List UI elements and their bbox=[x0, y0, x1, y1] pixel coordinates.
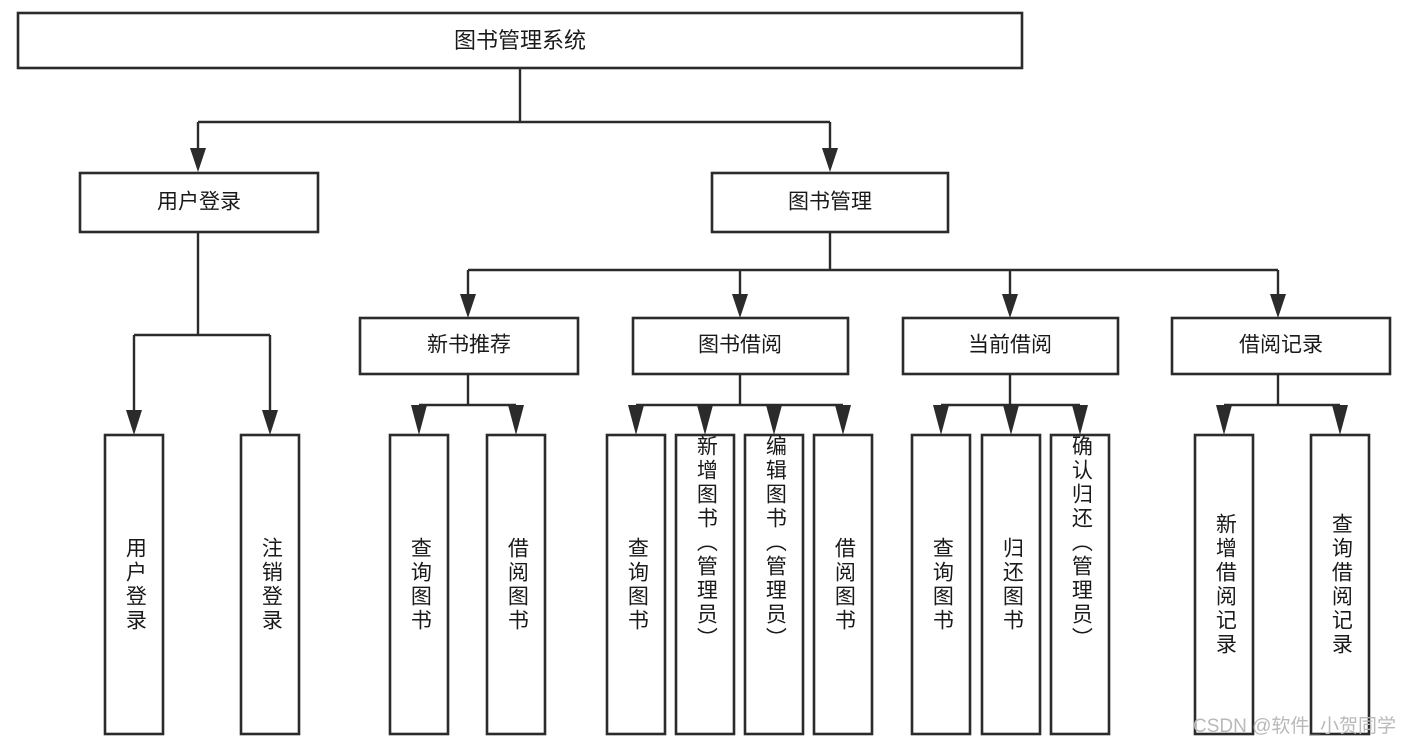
arrow-head-user-login bbox=[190, 148, 206, 172]
arrow-head-leaf-query-book-2 bbox=[628, 405, 644, 435]
node-root-label: 图书管理系统 bbox=[454, 28, 586, 53]
arrow-head-current-borrow bbox=[1002, 294, 1018, 318]
node-user-login-box[interactable] bbox=[78, 171, 320, 234]
node-book-borrow[interactable]: 图书借阅 bbox=[631, 316, 850, 376]
connector-layer bbox=[126, 68, 1348, 435]
arrow-head-leaf-add-record bbox=[1216, 405, 1232, 435]
arrow-head-leaf-confirm-return bbox=[1072, 405, 1088, 435]
arrow-head-leaf-add-book bbox=[697, 405, 713, 435]
node-current-borrow-label: 当前借阅 bbox=[968, 334, 1052, 357]
node-book-borrow-label: 图书借阅 bbox=[698, 334, 782, 357]
node-root-box[interactable] bbox=[16, 11, 1024, 70]
leaf-box-edit-book[interactable] bbox=[743, 433, 805, 736]
leaf-box-return-book[interactable] bbox=[980, 433, 1042, 736]
arrow-head-leaf-logout-login bbox=[262, 410, 278, 435]
node-borrow-record-box[interactable] bbox=[1170, 316, 1392, 376]
node-user-login-label: 用户登录 bbox=[157, 191, 241, 214]
leaf-boxes bbox=[103, 433, 1371, 736]
arrow-head-leaf-borrow-book-2 bbox=[835, 405, 851, 435]
leaf-box-logout-login[interactable] bbox=[239, 433, 301, 736]
arrow-head-leaf-return-book bbox=[1003, 405, 1019, 435]
node-root[interactable]: 图书管理系统 bbox=[16, 11, 1024, 70]
node-book-management-label: 图书管理 bbox=[788, 191, 872, 214]
leaf-box-add-record[interactable] bbox=[1193, 433, 1255, 736]
node-new-book-recommend[interactable]: 新书推荐 bbox=[358, 316, 580, 376]
arrow-head-new-book-recommend bbox=[460, 294, 476, 318]
arrow-head-leaf-edit-book bbox=[766, 405, 782, 435]
node-current-borrow[interactable]: 当前借阅 bbox=[901, 316, 1120, 376]
arrow-head-book-management bbox=[822, 148, 838, 172]
leaf-box-confirm-return[interactable] bbox=[1049, 433, 1111, 736]
node-current-borrow-box[interactable] bbox=[901, 316, 1120, 376]
node-new-book-recommend-box[interactable] bbox=[358, 316, 580, 376]
arrow-head-leaf-borrow-book-1 bbox=[508, 405, 524, 435]
leaf-box-borrow-book-1[interactable] bbox=[485, 433, 547, 736]
leaf-box-query-record[interactable] bbox=[1309, 433, 1371, 736]
leaf-box-borrow-book-2[interactable] bbox=[812, 433, 874, 736]
leaf-box-add-book[interactable] bbox=[674, 433, 736, 736]
node-book-borrow-box[interactable] bbox=[631, 316, 850, 376]
arrow-head-leaf-query-book-3 bbox=[933, 405, 949, 435]
node-book-management-box[interactable] bbox=[710, 171, 950, 234]
arrow-head-leaf-user-login bbox=[126, 410, 142, 435]
node-new-book-recommend-label: 新书推荐 bbox=[427, 334, 511, 357]
leaf-box-query-book-1[interactable] bbox=[388, 433, 450, 736]
leaf-box-query-book-3[interactable] bbox=[910, 433, 972, 736]
leaf-box-query-book-2[interactable] bbox=[605, 433, 667, 736]
arrow-head-leaf-query-record bbox=[1332, 405, 1348, 435]
arrow-head-borrow-record bbox=[1270, 294, 1286, 318]
arrow-head-leaf-query-book-1 bbox=[411, 405, 427, 435]
node-user-login[interactable]: 用户登录 bbox=[78, 171, 320, 234]
arrow-head-book-borrow bbox=[732, 294, 748, 318]
leaf-box-user-login[interactable] bbox=[103, 433, 165, 736]
node-borrow-record-label: 借阅记录 bbox=[1239, 334, 1323, 357]
node-borrow-record[interactable]: 借阅记录 bbox=[1170, 316, 1392, 376]
node-book-management[interactable]: 图书管理 bbox=[710, 171, 950, 234]
